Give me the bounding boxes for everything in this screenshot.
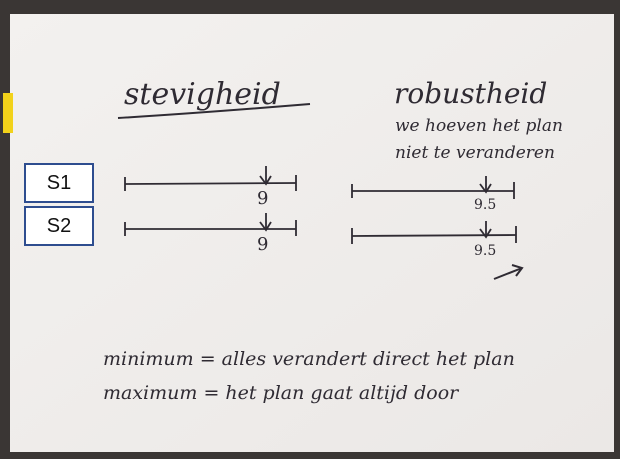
s2-label: S2 [46, 214, 72, 237]
title-stability: stevigheid [124, 77, 281, 112]
subtitle-line-2: niet te veranderen [395, 143, 555, 163]
s1-label: S1 [46, 171, 72, 194]
s1-stability-value: 9 [257, 188, 269, 209]
title-underline [117, 103, 311, 119]
s1-stability-line [124, 166, 297, 191]
subtitle-line-1: we hoeven het plan [395, 116, 563, 136]
s1-robustness-line [351, 176, 515, 199]
title-robustness: robustheid [394, 77, 548, 110]
right-arrow-icon [493, 264, 524, 280]
paper-sheet [10, 14, 614, 452]
maximum-definition: maximum = het plan gaat altijd door [103, 382, 459, 404]
s2-robustness-value: 9.5 [474, 243, 497, 259]
s1-robustness-value: 9.5 [474, 197, 497, 213]
s1-label-box: S1 [24, 163, 94, 203]
minimum-definition: minimum = alles verandert direct het pla… [103, 348, 515, 370]
s2-label-box: S2 [24, 206, 94, 246]
s2-stability-line [124, 213, 297, 236]
s2-robustness-line [351, 221, 517, 244]
s2-stability-value: 9 [257, 234, 269, 255]
yellow-marker-edge [3, 93, 13, 133]
